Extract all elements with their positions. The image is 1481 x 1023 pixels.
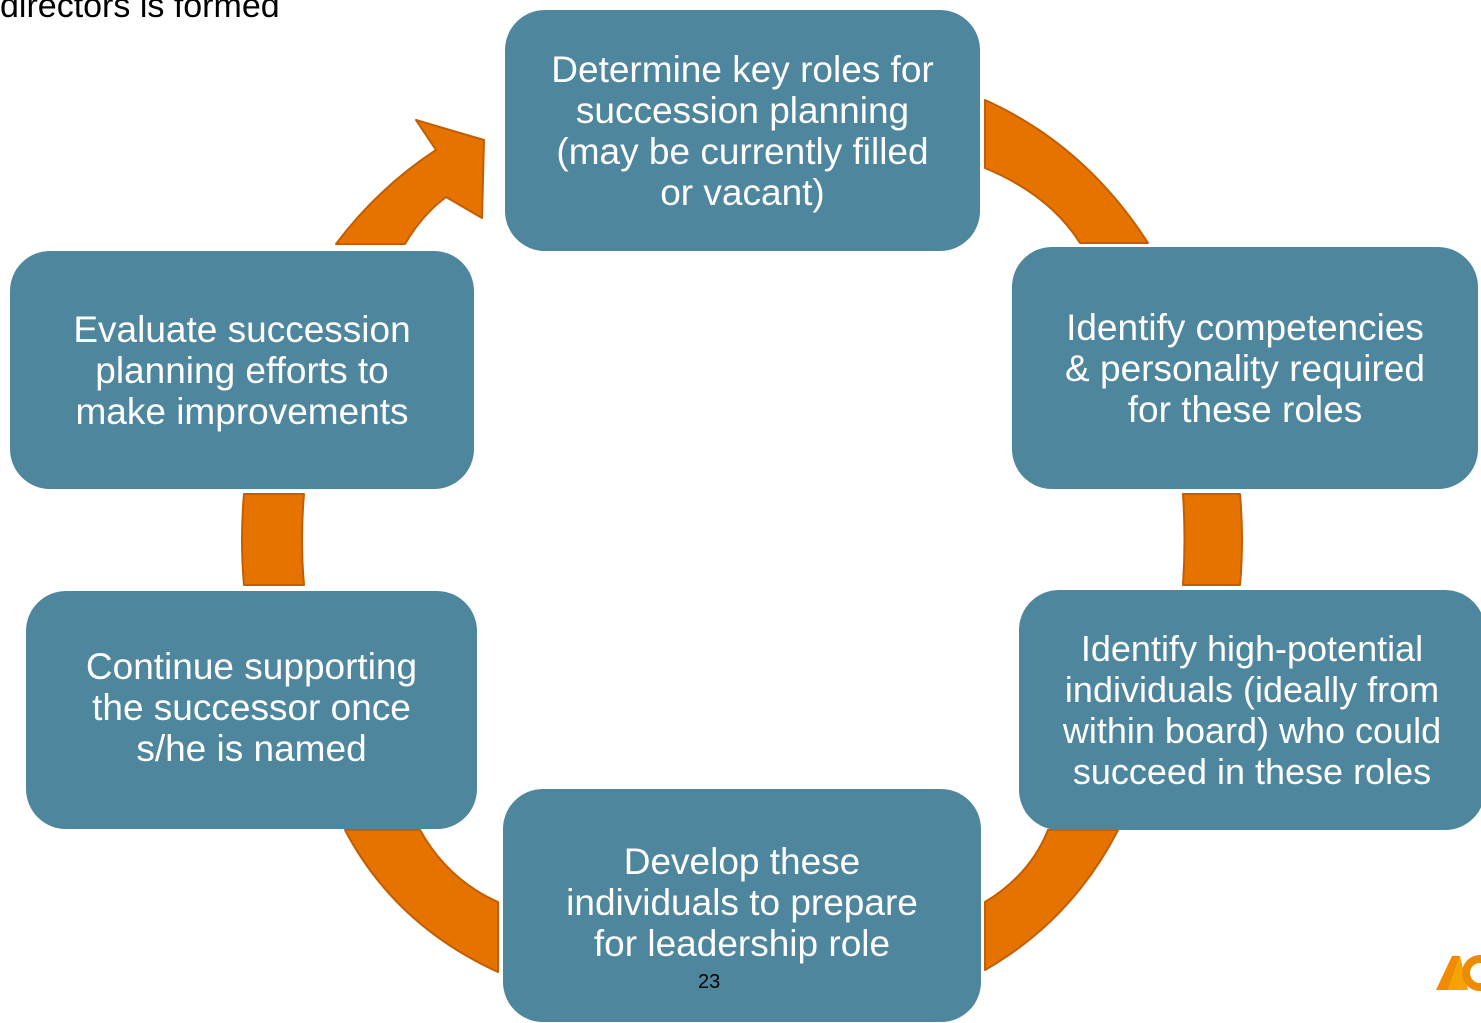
step-develop-individuals: Develop these individuals to prepare for… xyxy=(503,789,981,1022)
step-identify-high-potential: Identify high-potential individuals (ide… xyxy=(1019,590,1481,830)
arrow-segment-bottom-left xyxy=(344,829,499,973)
arrow-segment-top-left-head xyxy=(335,119,485,245)
step-evaluate-efforts: Evaluate succession planning efforts to … xyxy=(10,251,474,489)
page-number: 23 xyxy=(698,971,721,993)
step-label: Determine key roles for succession plann… xyxy=(551,48,934,213)
step-label: Identify high-potential individuals (ide… xyxy=(1062,628,1442,792)
step-identify-competencies: Identify competencies & personality requ… xyxy=(1012,247,1478,489)
step-label: Develop these individuals to prepare for… xyxy=(566,841,918,964)
logo-fragment-icon xyxy=(1436,955,1481,991)
arrow-segment-right xyxy=(1182,493,1243,586)
arrow-segment-top-right xyxy=(984,99,1149,244)
arrow-segment-bottom-right xyxy=(984,829,1119,971)
step-label: Identify competencies & personality requ… xyxy=(1065,306,1425,430)
arrow-segment-left xyxy=(241,493,305,586)
step-continue-supporting: Continue supporting the successor once s… xyxy=(26,591,477,829)
step-determine-key-roles: Determine key roles for succession plann… xyxy=(505,10,980,251)
step-label: Continue supporting the successor once s… xyxy=(85,646,418,769)
slide-title-fragment: directors is formed xyxy=(0,0,280,25)
step-label: Evaluate succession planning efforts to … xyxy=(73,308,411,432)
